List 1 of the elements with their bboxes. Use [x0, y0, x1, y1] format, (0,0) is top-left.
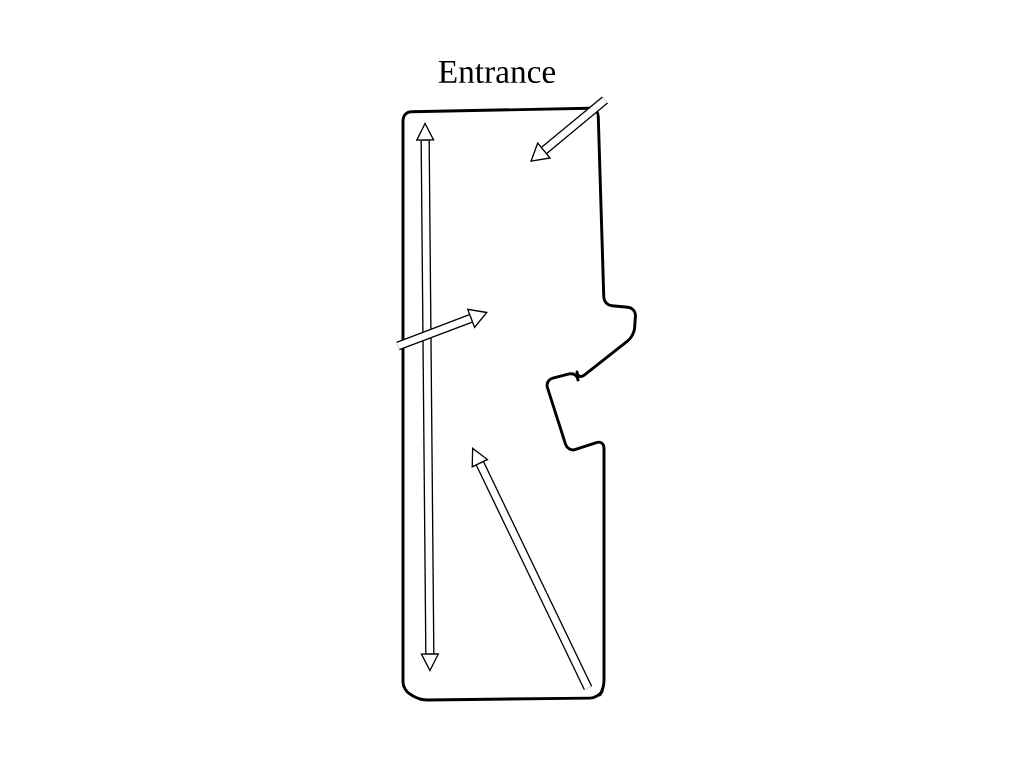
- entrance-label: Entrance: [438, 60, 556, 84]
